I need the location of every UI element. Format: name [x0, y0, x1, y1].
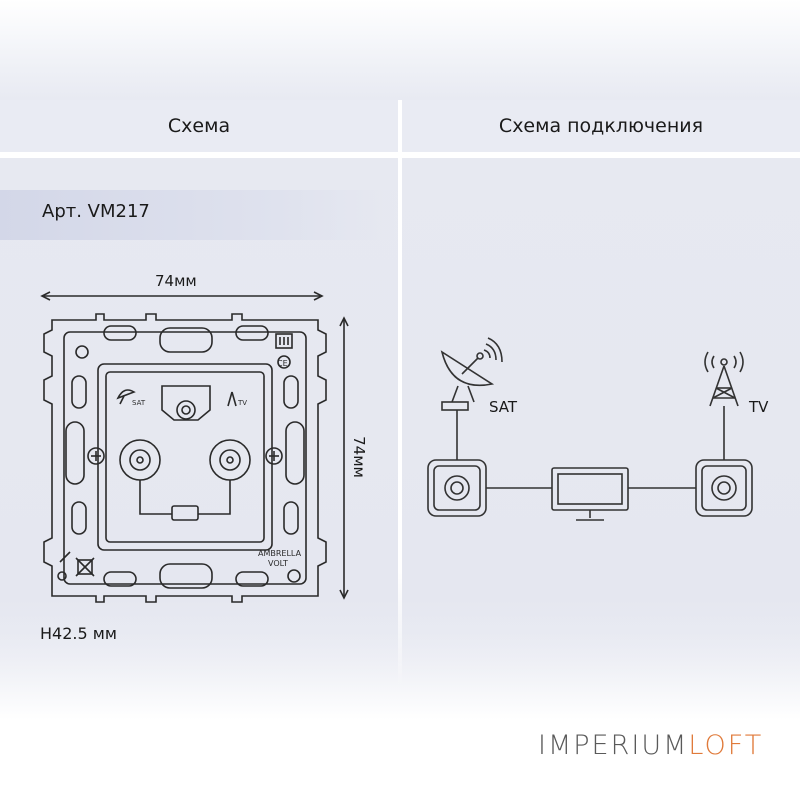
- header-schema: Схема: [0, 100, 398, 152]
- header-connection: Схема подключения: [402, 100, 800, 152]
- header-connection-title: Схема подключения: [498, 115, 704, 137]
- brand-part2: LOFT: [688, 730, 764, 761]
- socket-brand-line2: VOLT: [268, 559, 288, 568]
- article-band: [0, 190, 398, 240]
- depth-dimension: H42.5 мм: [40, 624, 117, 643]
- brand-logo: IMPERIUMLOFT: [538, 730, 763, 761]
- socket-sat-text: SAT: [132, 399, 146, 407]
- header-schema-title: Схема: [167, 115, 231, 137]
- column-divider: [398, 100, 402, 690]
- schema-panel: [0, 158, 398, 678]
- width-dimension: 74мм: [155, 272, 197, 290]
- article-number: Арт. VM217: [42, 201, 150, 222]
- socket-tv-text: TV: [237, 399, 247, 407]
- brand-part1: IMPERIUM: [538, 730, 689, 761]
- socket-brand-line1: AMBRELLA: [258, 549, 302, 558]
- tv-label: TV: [749, 398, 769, 416]
- height-dimension: 74мм: [349, 436, 368, 478]
- sat-label: SAT: [489, 398, 518, 416]
- ce-mark: CE: [277, 359, 288, 368]
- connection-panel: [402, 158, 800, 678]
